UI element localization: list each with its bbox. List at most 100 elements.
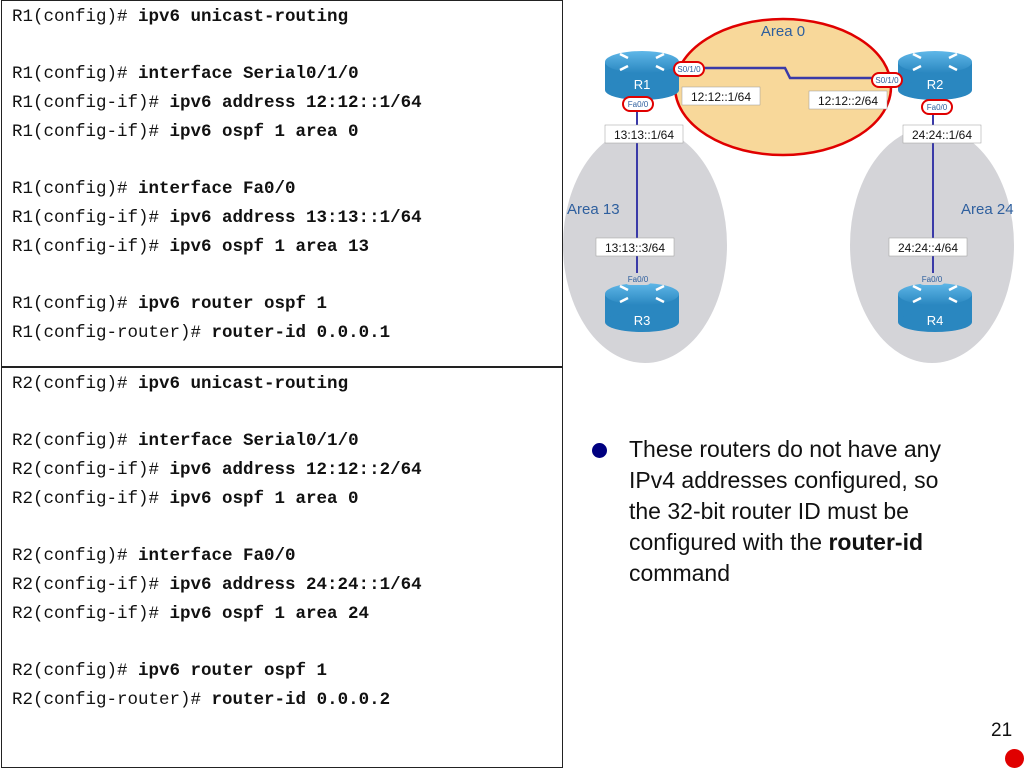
cli-command: ipv6 ospf 1 area 0 — [169, 489, 359, 509]
bullet-text-end: command — [629, 560, 730, 586]
bullet-text-bold: router-id — [828, 529, 924, 555]
cli-command: ipv6 address 12:12::2/64 — [169, 460, 422, 480]
cli-command: ipv6 address 12:12::1/64 — [169, 93, 422, 113]
cli-command: interface Serial0/1/0 — [138, 431, 359, 451]
cli-command: router-id 0.0.0.1 — [211, 323, 391, 343]
svg-text:Fa0/0: Fa0/0 — [628, 275, 649, 284]
bullet-dot-icon — [592, 443, 607, 458]
cli-command: interface Fa0/0 — [138, 179, 296, 199]
config-line: R1(config)# interface Fa0/0 — [12, 179, 296, 199]
cli-prompt: R2(config-if)# — [12, 604, 170, 624]
r2-serial-interface: S0/1/0 — [871, 72, 903, 88]
cli-command: router-id 0.0.0.2 — [211, 690, 391, 710]
config-line: R1(config-if)# ipv6 address 13:13::1/64 — [12, 208, 422, 228]
cli-command: ipv6 router ospf 1 — [138, 661, 328, 681]
cli-command: ipv6 unicast-routing — [138, 7, 349, 27]
router-r3[interactable]: R3 — [605, 283, 679, 332]
addr-r2-serial: 12:12::2/64 — [808, 90, 888, 110]
config-line: R2(config-if)# ipv6 address 24:24::1/64 — [12, 575, 422, 595]
svg-text:Fa0/0: Fa0/0 — [927, 103, 948, 112]
router-r1[interactable]: R1 — [605, 51, 679, 100]
cli-prompt: R1(config-if)# — [12, 237, 170, 257]
r4-fa-interface: Fa0/0 — [918, 273, 946, 285]
page-number: 21 — [991, 720, 1013, 741]
cli-prompt: R2(config)# — [12, 374, 139, 394]
svg-text:S0/1/0: S0/1/0 — [875, 76, 899, 85]
cli-command: ipv6 ospf 1 area 0 — [169, 122, 359, 142]
router-arrows-icon — [912, 284, 958, 304]
config-line: R1(config)# interface Serial0/1/0 — [12, 64, 359, 84]
cli-command: interface Fa0/0 — [138, 546, 296, 566]
addr-r2-fa: 24:24::1/64 — [902, 124, 982, 144]
cli-command: ipv6 ospf 1 area 13 — [169, 237, 370, 257]
cli-prompt: R1(config-if)# — [12, 93, 170, 113]
addr-r1-fa: 13:13::1/64 — [604, 124, 684, 144]
cli-prompt: R1(config)# — [12, 7, 139, 27]
cli-command: interface Serial0/1/0 — [138, 64, 359, 84]
area13-label: Area 13 — [567, 201, 620, 218]
cli-prompt: R2(config)# — [12, 546, 139, 566]
router-r2-label: R2 — [927, 77, 944, 92]
area24-label: Area 24 — [961, 201, 1014, 218]
config-line: R2(config)# interface Fa0/0 — [12, 546, 296, 566]
bullet-text: These routers do not have any IPv4 addre… — [629, 434, 974, 589]
router-arrows-icon — [619, 52, 665, 72]
cli-prompt: R2(config)# — [12, 661, 139, 681]
cli-prompt: R2(config-if)# — [12, 575, 170, 595]
serial-link — [678, 66, 880, 80]
svg-text:Fa0/0: Fa0/0 — [922, 275, 943, 284]
r1-fa-interface: Fa0/0 — [622, 96, 654, 112]
cli-prompt: R1(config)# — [12, 179, 139, 199]
r3-fa-interface: Fa0/0 — [624, 273, 652, 285]
config-line: R2(config-if)# ipv6 ospf 1 area 24 — [12, 604, 369, 624]
cli-prompt: R1(config-if)# — [12, 208, 170, 228]
cli-command: ipv6 address 24:24::1/64 — [169, 575, 422, 595]
svg-text:12:12::1/64: 12:12::1/64 — [691, 90, 751, 104]
addr-r3-fa: 13:13::3/64 — [595, 237, 675, 257]
config-line: R1(config-if)# ipv6 address 12:12::1/64 — [12, 93, 422, 113]
config-line: R1(config-if)# ipv6 ospf 1 area 0 — [12, 122, 359, 142]
svg-text:13:13::1/64: 13:13::1/64 — [614, 128, 674, 142]
area0-label: Area 0 — [761, 23, 805, 40]
cli-prompt: R2(config-router)# — [12, 690, 212, 710]
cli-prompt: R1(config-if)# — [12, 122, 170, 142]
svg-text:24:24::1/64: 24:24::1/64 — [912, 128, 972, 142]
r1-serial-interface: S0/1/0 — [673, 61, 705, 77]
red-dot-decoration — [1005, 749, 1024, 768]
config-line: R1(config)# ipv6 router ospf 1 — [12, 294, 327, 314]
ospf-topology-diagram: Area 0 Area 13 Area 24 R1 R2 R3 R4 S0/1/… — [563, 17, 1014, 363]
cli-prompt: R2(config-if)# — [12, 460, 170, 480]
cli-prompt: R1(config)# — [12, 294, 139, 314]
addr-r1-serial: 12:12::1/64 — [681, 86, 761, 106]
router-r4[interactable]: R4 — [898, 283, 972, 332]
cli-command: ipv6 address 13:13::1/64 — [169, 208, 422, 228]
svg-text:24:24::4/64: 24:24::4/64 — [898, 241, 958, 255]
config-line: R2(config-router)# router-id 0.0.0.2 — [12, 690, 390, 710]
config-line: R1(config-router)# router-id 0.0.0.1 — [12, 323, 390, 343]
cli-command: ipv6 unicast-routing — [138, 374, 349, 394]
addr-r4-fa: 24:24::4/64 — [888, 237, 968, 257]
config-line: R2(config)# ipv6 router ospf 1 — [12, 661, 327, 681]
svg-text:Fa0/0: Fa0/0 — [628, 100, 649, 109]
config-line: R1(config)# ipv6 unicast-routing — [12, 7, 348, 27]
cli-prompt: R2(config-if)# — [12, 489, 170, 509]
router-r1-label: R1 — [634, 77, 651, 92]
config-line: R2(config-if)# ipv6 ospf 1 area 0 — [12, 489, 359, 509]
config-line: R2(config)# ipv6 unicast-routing — [12, 374, 348, 394]
r2-fa-interface: Fa0/0 — [921, 99, 953, 115]
svg-text:S0/1/0: S0/1/0 — [677, 65, 701, 74]
config-line: R2(config)# interface Serial0/1/0 — [12, 431, 359, 451]
cli-prompt: R1(config)# — [12, 64, 139, 84]
svg-text:12:12::2/64: 12:12::2/64 — [818, 94, 878, 108]
router-r4-label: R4 — [927, 313, 944, 328]
svg-text:13:13::3/64: 13:13::3/64 — [605, 241, 665, 255]
router-r2[interactable]: R2 — [898, 51, 972, 100]
config-line: R1(config-if)# ipv6 ospf 1 area 13 — [12, 237, 369, 257]
cli-prompt: R1(config-router)# — [12, 323, 212, 343]
bullet-text-main: These routers do not have any IPv4 addre… — [629, 436, 941, 555]
cli-command: ipv6 router ospf 1 — [138, 294, 328, 314]
router-arrows-icon — [912, 52, 958, 72]
router-arrows-icon — [619, 284, 665, 304]
